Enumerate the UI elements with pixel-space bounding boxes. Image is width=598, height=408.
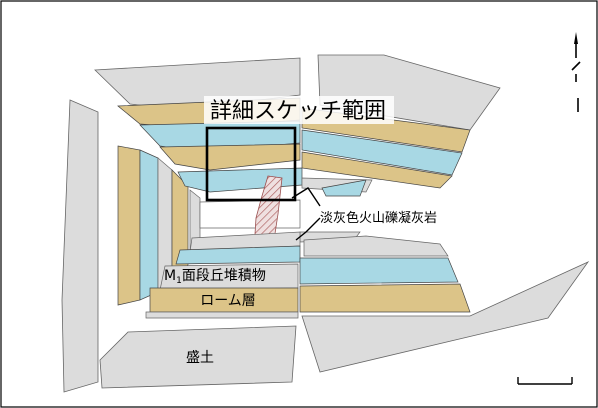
left-inner-wall-tuff bbox=[139, 149, 159, 301]
detailed-sketch-box bbox=[205, 126, 297, 202]
tuff-pointer-upper bbox=[291, 187, 321, 207]
upper-right-lower-loam bbox=[301, 151, 453, 189]
upper-left-lower-loam bbox=[159, 143, 301, 171]
left-inner-wall-loam bbox=[117, 145, 141, 306]
lower-right-loam bbox=[299, 283, 471, 313]
inner-upper-small-right-tuff bbox=[321, 179, 367, 197]
lower-right-tuff bbox=[299, 257, 459, 285]
fill-embankment bbox=[99, 325, 297, 389]
loam-layer-label: ローム層 bbox=[200, 293, 256, 309]
north-arrow-icon bbox=[571, 32, 581, 112]
left-outer-panel bbox=[61, 99, 99, 393]
sketch-label-backdrop bbox=[204, 96, 394, 124]
scale-bar bbox=[517, 377, 573, 385]
upper-right-tuff-band bbox=[301, 129, 463, 176]
tuff-pointer-lower bbox=[295, 217, 321, 241]
lower-left-bottom-strip bbox=[145, 311, 299, 319]
sketch-range-label: 詳細スケッチ範囲 bbox=[210, 99, 386, 124]
terrace-deposit-label: M1面段丘堆積物 bbox=[164, 268, 266, 286]
central-floor bbox=[199, 199, 301, 229]
lower-right-wall-rock bbox=[303, 235, 449, 257]
tuff-label: 淡灰色火山礫凝灰岩 bbox=[320, 210, 437, 226]
lower-right-outer-rock bbox=[301, 261, 590, 373]
fill-label: 盛土 bbox=[186, 350, 214, 366]
